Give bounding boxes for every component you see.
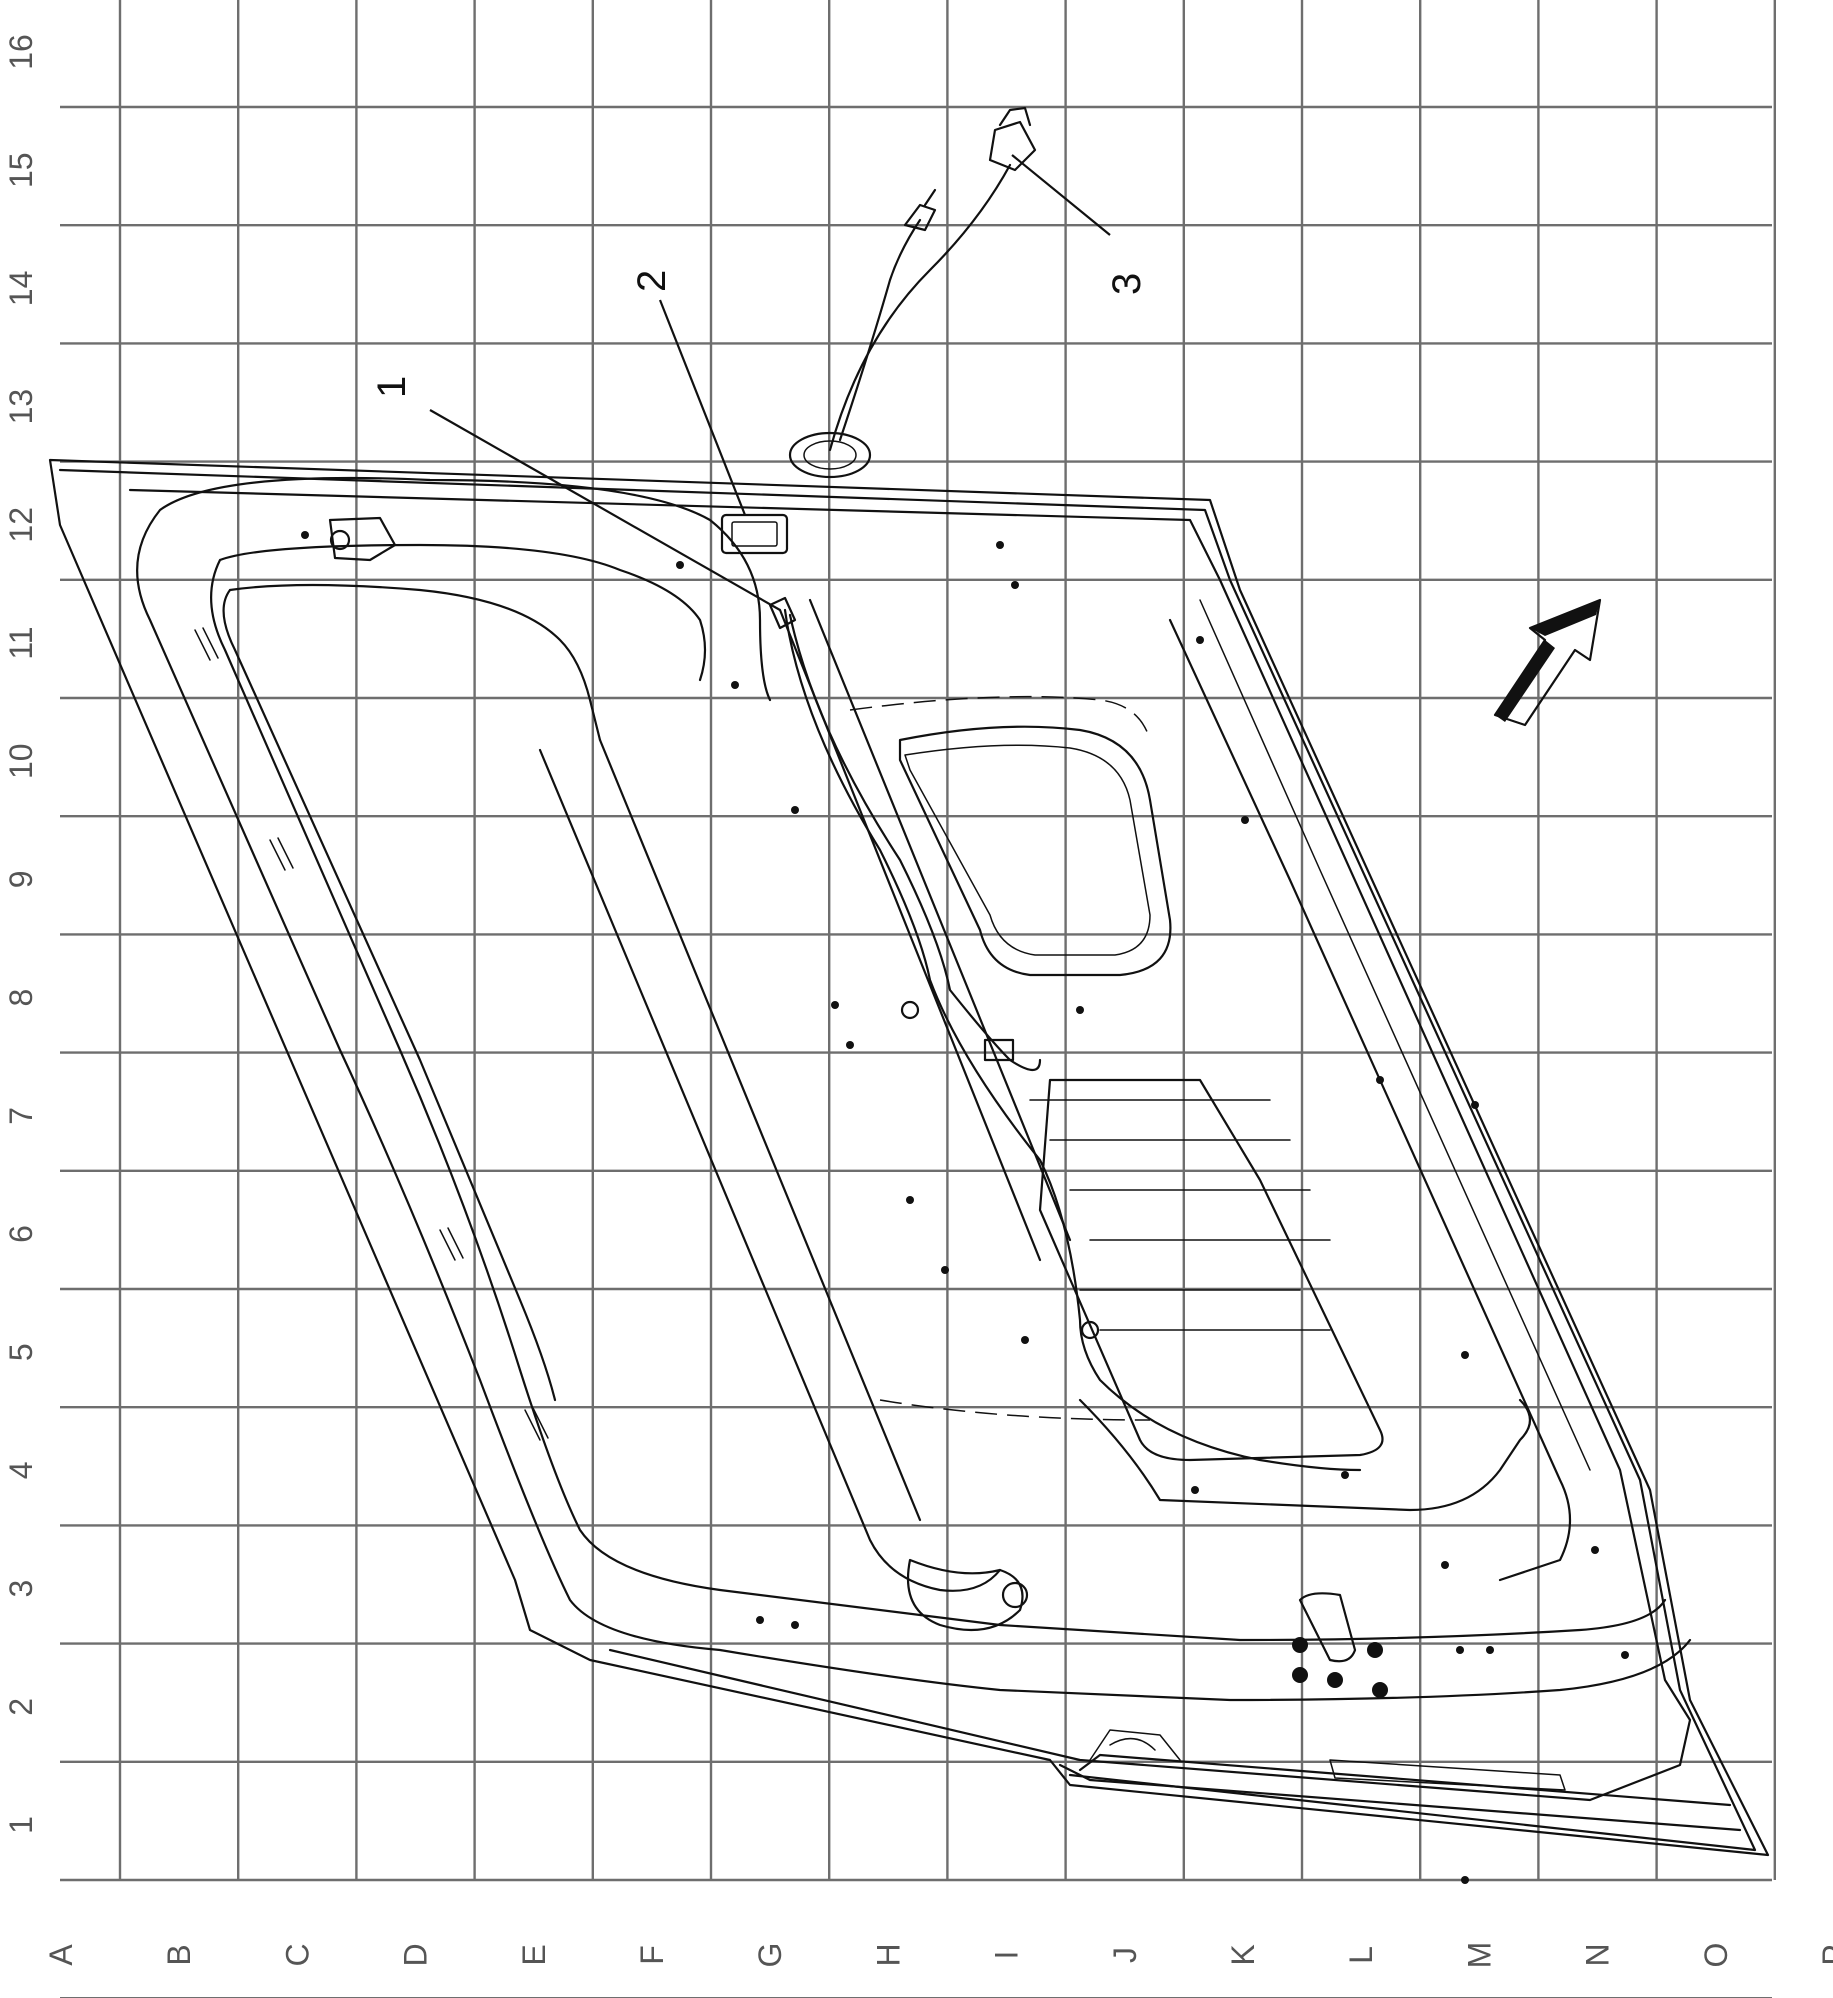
door-flange <box>128 488 1692 1802</box>
bottom-slot <box>1329 1759 1566 1791</box>
regulator-rail-b <box>1079 1289 1331 1331</box>
lower-right-frame <box>1078 1398 1532 1512</box>
row-label: 3 <box>3 1580 39 1598</box>
row-label: 11 <box>3 626 39 659</box>
door-skin-inner-edge <box>58 468 1757 1852</box>
column-label: A <box>43 1944 79 1966</box>
column-label: B <box>161 1944 197 1965</box>
row-label: 14 <box>3 271 39 307</box>
door-grommet <box>788 431 872 479</box>
column-label: G <box>752 1943 788 1968</box>
access-opening-upper-inner <box>904 744 1151 956</box>
column-label: J <box>1107 1947 1143 1963</box>
row-label: 2 <box>3 1698 39 1716</box>
column-label: M <box>1461 1942 1497 1969</box>
row-label: 9 <box>3 871 39 889</box>
column-label: D <box>398 1943 434 1966</box>
column-label: H <box>870 1943 906 1966</box>
harness-retainer-inner <box>731 521 778 547</box>
callout-1: 1 <box>370 376 414 398</box>
left-slot-1 <box>194 627 219 661</box>
column-label: P <box>1816 1944 1833 1965</box>
column-label: O <box>1698 1943 1734 1968</box>
callout-3: 3 <box>1105 273 1149 295</box>
hinge-pocket <box>1089 1729 1181 1761</box>
small-connector <box>903 188 937 232</box>
window-frame-top <box>228 583 602 742</box>
upper-hinge-hole <box>329 529 351 551</box>
harness-main <box>828 163 1012 452</box>
row-label: 10 <box>3 743 39 779</box>
harness-connector-cap <box>998 106 1032 127</box>
harness-internal-route <box>783 608 1362 1472</box>
inner-panel-rib <box>538 738 1002 1592</box>
row-label: 5 <box>3 1343 39 1361</box>
inner-panel-right-edge <box>1168 618 1572 1582</box>
harness-clip <box>768 596 797 630</box>
access-opening-upper <box>898 725 1172 977</box>
column-label: E <box>516 1944 552 1965</box>
leader-1 <box>429 409 781 611</box>
left-slot-3 <box>439 1227 464 1261</box>
callout-2: 2 <box>630 270 674 292</box>
leader-3 <box>1011 154 1111 236</box>
frame-outer-curve <box>136 476 1692 1702</box>
door-inner-panel <box>48 106 1770 1857</box>
left-slot-2 <box>269 837 294 871</box>
column-label: C <box>279 1943 315 1966</box>
door-grommet-inner <box>803 440 857 470</box>
frame-inner-curve <box>210 543 1667 1642</box>
column-label: F <box>634 1945 670 1965</box>
regulator-rail-a <box>1029 1099 1331 1241</box>
trim-dashed-line <box>849 695 1151 1421</box>
column-label: K <box>1225 1944 1261 1965</box>
harness-tie-a <box>900 1000 920 1020</box>
column-label: I <box>989 1951 1025 1960</box>
arrow-up-right-icon <box>1493 598 1602 727</box>
row-label: 15 <box>3 152 39 188</box>
row-label: 4 <box>3 1462 39 1480</box>
harness-connector-body <box>988 120 1037 172</box>
column-labels: A B C D E F G H I J K L M N O P <box>43 1942 1833 1969</box>
harness-internal-route-2 <box>788 613 1042 1072</box>
column-label: L <box>1343 1946 1379 1964</box>
callout-leaders <box>429 154 1111 611</box>
latch-area <box>1298 1592 1357 1663</box>
column-label: N <box>1580 1943 1616 1966</box>
access-opening-lower <box>1038 1078 1384 1462</box>
harness-tie-b <box>1080 1320 1100 1340</box>
mounting-holes <box>301 531 1629 1884</box>
row-label: 6 <box>3 1225 39 1243</box>
row-label: 7 <box>3 1107 39 1125</box>
row-label: 1 <box>3 1816 39 1834</box>
harness-clip-mid <box>983 1038 1015 1062</box>
grommet-lower <box>1001 1581 1029 1609</box>
row-label: 13 <box>3 389 39 425</box>
harness-branch <box>838 218 922 442</box>
row-label: 8 <box>3 989 39 1007</box>
row-label: 12 <box>3 507 39 543</box>
row-labels: 1234567891011121314151617 <box>3 34 39 1834</box>
left-slot-4 <box>524 1407 549 1441</box>
leader-2 <box>658 299 747 516</box>
row-label: 16 <box>3 34 39 70</box>
upper-hinge-bracket <box>328 516 397 562</box>
inner-panel-right-edge-2 <box>1199 599 1591 1471</box>
lower-pocket <box>906 1558 1024 1632</box>
reference-grid <box>60 0 1777 1998</box>
window-frame-left <box>222 588 557 1402</box>
harness-retainer <box>720 513 789 555</box>
door-outer-edge <box>48 458 1770 1857</box>
